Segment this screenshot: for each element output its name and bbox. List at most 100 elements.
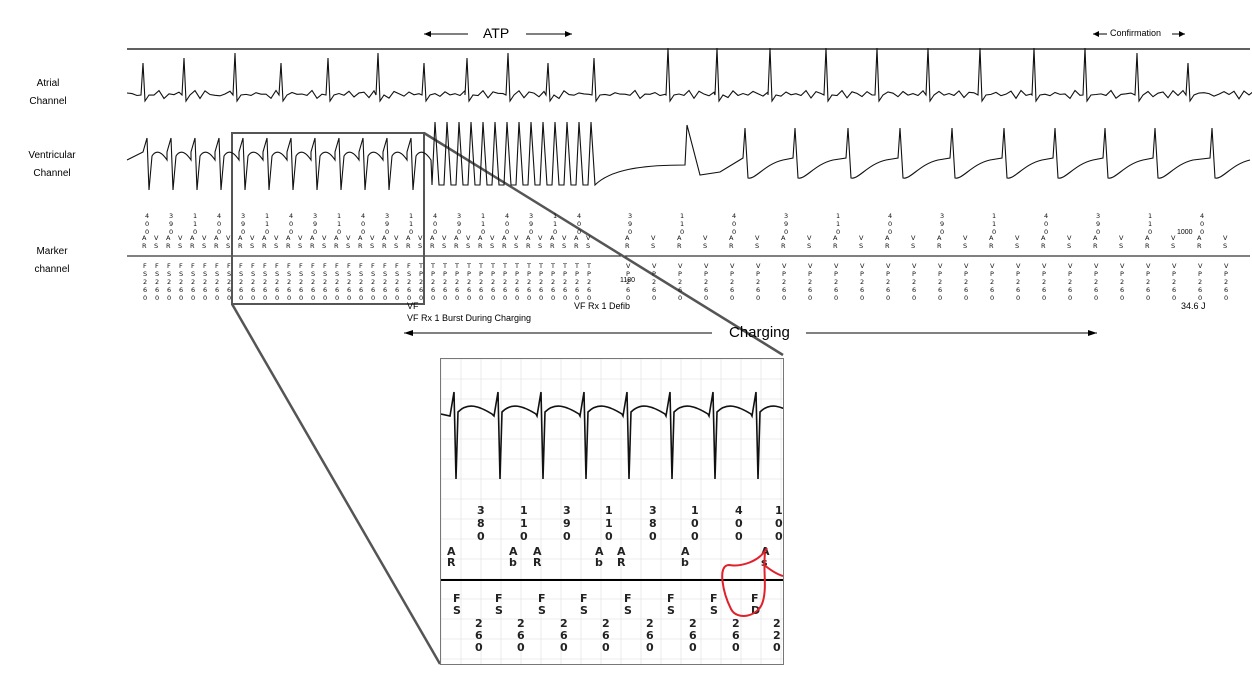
marker-glyph: 0 (215, 294, 219, 302)
marker-glyph: 1 (680, 212, 684, 220)
marker-glyph: R (358, 242, 363, 250)
marker-glyph: P (1224, 270, 1228, 278)
marker-glyph: 2 (383, 278, 387, 286)
marker-glyph: S (346, 242, 350, 250)
marker-glyph: S (347, 270, 351, 278)
marker-glyph: 1 (1148, 220, 1152, 228)
marker-glyph: 2 (395, 278, 399, 286)
marker-glyph: 8 (477, 517, 485, 530)
marker-glyph: 2 (263, 278, 267, 286)
marker-glyph: S (143, 270, 147, 278)
marker-glyph: 0 (371, 294, 375, 302)
marker-glyph: V (860, 262, 865, 270)
marker-glyph: 0 (735, 517, 743, 530)
vf-label: VF (407, 301, 419, 311)
marker-glyph: 2 (1198, 278, 1202, 286)
marker-glyph: 2 (371, 278, 375, 286)
marker-glyph: S (1067, 242, 1071, 250)
marker-glyph: 2 (143, 278, 147, 286)
marker-glyph: 1 (1148, 212, 1152, 220)
marker-glyph: 0 (888, 220, 892, 228)
marker-glyph: 2 (1016, 278, 1020, 286)
marker-glyph: S (755, 242, 759, 250)
marker-glyph: P (575, 270, 579, 278)
marker-glyph: 0 (193, 228, 197, 236)
marker-glyph: 2 (626, 278, 630, 286)
marker-glyph: T (538, 262, 543, 270)
marker-glyph: 1 (836, 212, 840, 220)
marker-glyph: 2 (407, 278, 411, 286)
marker-glyph: P (515, 270, 519, 278)
marker-glyph: A (1041, 234, 1046, 242)
marker-glyph: S (178, 242, 182, 250)
marker-glyph: 2 (773, 617, 781, 630)
marker-glyph: 0 (313, 228, 317, 236)
marker-glyph: R (781, 242, 786, 250)
marker-glyph: F (383, 262, 387, 270)
marker-glyph: S (359, 270, 363, 278)
marker-glyph: 0 (265, 228, 269, 236)
marker-glyph: R (262, 242, 267, 250)
marker-glyph: S (1119, 242, 1123, 250)
marker-glyph: F (710, 592, 718, 605)
marker-glyph: 0 (1148, 228, 1152, 236)
marker-glyph: 0 (143, 294, 147, 302)
marker-glyph: P (782, 270, 786, 278)
marker-glyph: 0 (605, 530, 613, 543)
marker-glyph: R (885, 242, 890, 250)
marker-glyph: 0 (337, 228, 341, 236)
marker-glyph: P (539, 270, 543, 278)
marker-glyph: S (442, 242, 446, 250)
marker-glyph: F (263, 262, 267, 270)
marker-glyph: 0 (782, 294, 786, 302)
marker-glyph: 2 (503, 278, 507, 286)
marker-glyph: 0 (520, 530, 528, 543)
marker-glyph: R (142, 242, 147, 250)
marker-glyph: 3 (649, 504, 657, 517)
marker-glyph: 0 (491, 294, 495, 302)
marker-glyph: S (371, 270, 375, 278)
marker-glyph: S (580, 604, 588, 617)
marker-glyph: 6 (938, 286, 942, 294)
marker-glyph: V (562, 234, 567, 242)
marker-glyph: 6 (860, 286, 864, 294)
marker-glyph: 1 (836, 220, 840, 228)
marker-glyph: 0 (433, 228, 437, 236)
marker-glyph: A (334, 234, 339, 242)
marker-glyph: 6 (419, 286, 423, 294)
marker-glyph: T (430, 262, 435, 270)
marker-glyph: T (562, 262, 567, 270)
marker-glyph: F (275, 262, 279, 270)
marker-glyph: 0 (251, 294, 255, 302)
marker-glyph: 0 (275, 294, 279, 302)
marker-glyph: V (1016, 262, 1021, 270)
marker-glyph: V (782, 262, 787, 270)
marker-glyph: 6 (886, 286, 890, 294)
marker-glyph: T (502, 262, 507, 270)
marker-glyph: 0 (155, 294, 159, 302)
marker-glyph: F (407, 262, 411, 270)
marker-glyph: 6 (551, 286, 555, 294)
marker-glyph: S (667, 604, 675, 617)
marker-glyph: 0 (477, 530, 485, 543)
marker-glyph: R (1197, 242, 1202, 250)
ventricular-channel-label: Ventricular Channel (17, 147, 87, 183)
marker-glyph: 2 (491, 278, 495, 286)
marker-glyph: 0 (479, 294, 483, 302)
marker-glyph: P (527, 270, 531, 278)
marker-glyph: R (238, 242, 243, 250)
marker-glyph: V (394, 234, 399, 242)
marker-glyph: 0 (1120, 294, 1124, 302)
marker-glyph: S (203, 270, 207, 278)
marker-glyph: 4 (145, 212, 149, 220)
marker-glyph: 6 (407, 286, 411, 294)
marker-glyph: 6 (560, 629, 568, 642)
energy-label: 34.6 J (1181, 301, 1206, 311)
marker-glyph: 0 (560, 641, 568, 654)
marker-glyph: 6 (1120, 286, 1124, 294)
marker-glyph: 0 (311, 294, 315, 302)
marker-glyph: V (1171, 234, 1176, 242)
marker-glyph: 1 (553, 220, 557, 228)
marker-glyph: 3 (457, 212, 461, 220)
